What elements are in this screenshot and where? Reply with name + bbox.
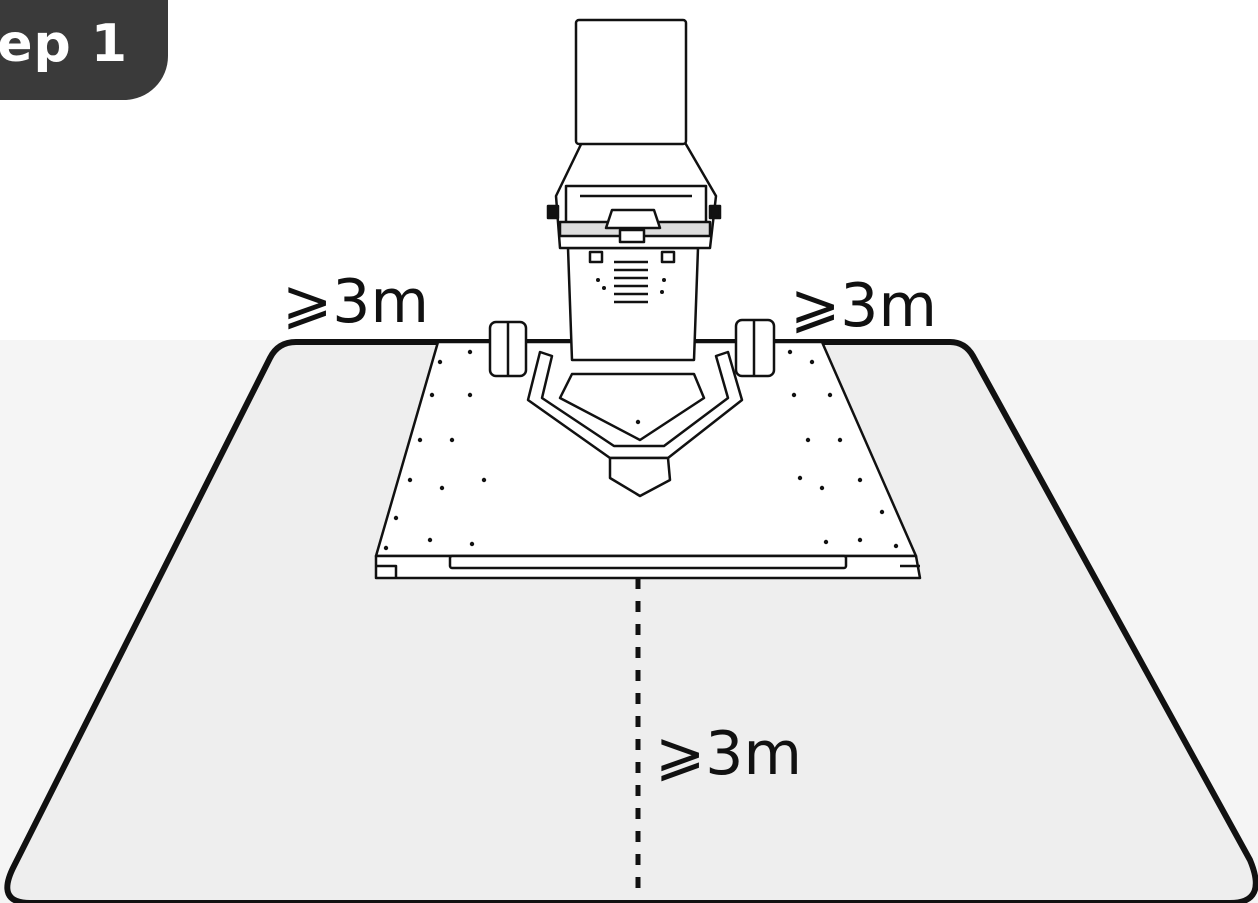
machine-icon [374,18,922,580]
clearance-floor-area [4,339,1258,903]
handle-tip [608,456,672,498]
step-badge-text: ep 1 [0,14,128,74]
handle-inner-frame [558,372,706,442]
front-clearance-label: ⩾3m [655,719,802,789]
right-clearance-label: ⩾3m [790,271,937,341]
step-badge: ep 1 [0,0,168,100]
hopper-panel [574,18,688,146]
machine-column [566,246,700,362]
head-knob [604,208,662,230]
plate-holes [383,349,899,551]
left-clearance-label: ⩾3m [282,267,429,337]
base-plate-rail [448,554,848,570]
column-vents [614,260,648,304]
